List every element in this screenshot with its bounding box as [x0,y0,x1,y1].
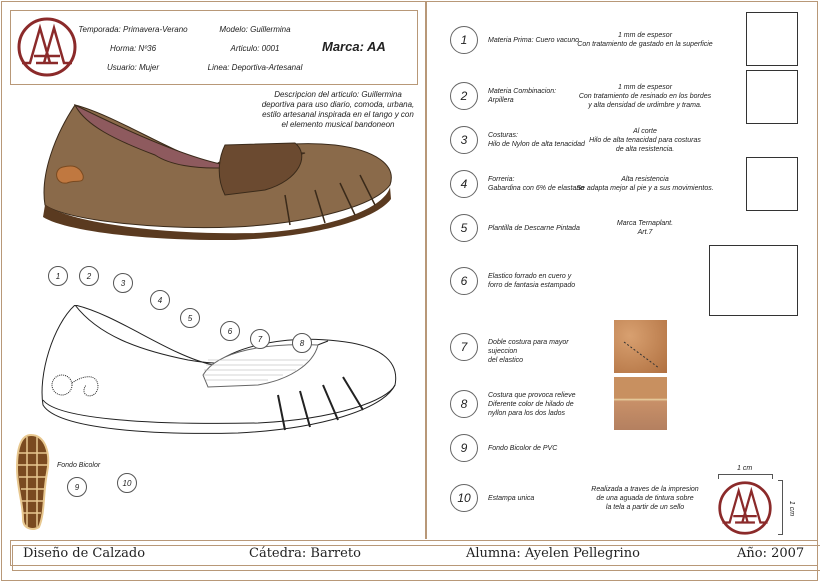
callout-6: 6 [220,321,240,341]
year: Año: 2007 [737,546,805,561]
sample-box-6 [709,245,798,316]
item-label: Costuras: Hilo de Nylon de alta tenacida… [488,132,585,148]
callout-2: 2 [79,266,99,286]
callout-3: 3 [113,273,133,293]
shoe-render [43,103,392,240]
item-number-circle: 1 [450,26,478,54]
swatch-relief-stitch [614,377,667,430]
divider [425,1,427,539]
header-box [10,10,418,85]
linea: Linea: Deportiva-Artesanal [207,63,303,72]
stamp-height-bracket [778,480,783,535]
brand-logo [17,17,77,77]
sample-box-4 [746,157,798,211]
stamp-logo [718,481,772,535]
articulo: Articulo: 0001 [230,44,280,53]
item-label: Materia Prima: Cuero vacuno [488,36,580,44]
footer-band [10,540,818,566]
catedra: Cátedra: Barreto [249,546,361,561]
item-detail: 1 mm de espesor Con tratamiento de resin… [578,83,712,109]
shoe-technical-drawing [41,305,397,434]
sample-box-2 [746,70,798,124]
item-label: Forreria: Gabardina con 6% de elastano [488,176,585,192]
marca: Marca: AA [322,39,386,54]
modelo: Modelo: Guillermina [219,25,291,34]
article-description: Descripcion del articulo: Guillermina de… [261,90,415,129]
item-detail: Al corte Hilo de alta tenacidad para cos… [589,127,701,153]
sole-label: Fondo Bicolor [57,462,101,469]
item-number-circle: 6 [450,267,478,295]
item-label: Costura que provoca relieve Diferente co… [488,391,576,417]
item-number-circle: 10 [450,484,478,512]
stamp-height-label: 1 cm [788,500,796,517]
item-number-circle: 2 [450,82,478,110]
item-label: Materia Combinacion: Arpillera [488,88,557,104]
course-name: Diseño de Calzado [23,546,146,561]
callout-9: 9 [67,477,87,497]
stamp-width-label: 1 cm [737,465,753,472]
callout-8: 8 [292,333,312,353]
item-label: Doble costura para mayor sujeccion del e… [488,339,569,364]
sole-image [15,433,50,530]
horma: Horma: Nº36 [109,44,157,53]
callout-5: 5 [180,308,200,328]
item-number-circle: 8 [450,390,478,418]
callout-1: 1 [48,266,68,286]
swatch-double-stitch [614,320,667,373]
item-number-circle: 9 [450,434,478,462]
item-number-circle: 5 [450,214,478,242]
item-label: Plantilla de Descarne Pintada [488,224,580,232]
item-number-circle: 7 [450,333,478,361]
callout-10: 10 [117,473,137,493]
item-detail: 1 mm de espesor Con tratamiento de gasta… [577,32,713,48]
item-label: Elastico forrado en cuero y forro de fan… [488,273,576,289]
student-name: Alumna: Ayelen Pellegrino [466,546,640,561]
item-detail: Marca Ternaplant. Art.7 [616,220,674,236]
item-number-circle: 3 [450,126,478,154]
item-number-circle: 4 [450,170,478,198]
callout-4: 4 [150,290,170,310]
temporada: Temporada: Primavera-Verano [78,25,188,34]
item-detail: Alta resistencia Se adapta mejor al pie … [576,176,714,192]
item-label: Estampa unica [488,494,535,502]
callout-7: 7 [250,329,270,349]
sample-box-1 [746,12,798,66]
item-detail: Realizada a traves de la impresion de un… [591,485,699,511]
usuario: Usuario: Mujer [106,63,159,72]
footer-band-offset [12,545,820,571]
item-label: Fondo Bicolor de PVC [488,444,558,452]
stamp-width-bracket [718,474,773,479]
